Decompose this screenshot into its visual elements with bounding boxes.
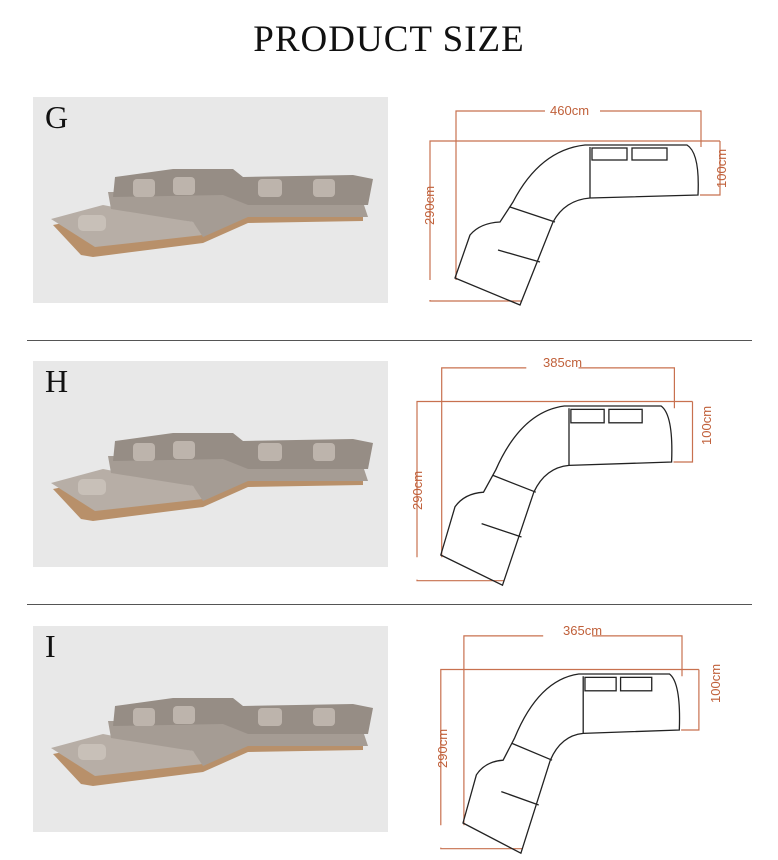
depth-label: 290cm [410,471,425,510]
seat-depth-label: 100cm [708,664,723,703]
dimension-diagram-g: 460cm 290cm 100cm [422,103,729,306]
width-label: 460cm [550,103,589,118]
width-label: 385cm [543,355,582,370]
variant-label: H [45,363,69,399]
cushion [173,177,195,195]
sofa-image [51,698,373,786]
dimension-lines [429,110,721,302]
width-label: 365cm [563,623,602,638]
sofa-outline [440,405,673,587]
dimension-lines [416,367,694,582]
cushion [258,443,282,461]
cushion [133,708,155,726]
cushion [133,179,155,197]
sofa-image [51,433,373,521]
cushion [313,179,335,197]
variant-label: I [45,628,56,664]
cushion [258,179,282,197]
cushion [258,708,282,726]
dimension-diagram-i: 365cm 290cm 100cm [435,623,723,855]
cushion [173,706,195,724]
depth-label: 290cm [422,186,437,225]
cushion [313,708,335,726]
sofa-photo-g: G [33,97,388,303]
section-divider [27,340,752,341]
seat-depth-label: 100cm [714,149,729,188]
variant-label: G [45,99,69,135]
cushion [313,443,335,461]
section-divider [27,604,752,605]
sofa-photo-h: H [33,361,388,567]
seat-depth-label: 100cm [699,406,714,445]
cushion [173,441,195,459]
dimension-diagram-h: 385cm 290cm 100cm [410,355,714,587]
sofa-image [51,169,373,257]
cushion [78,744,106,760]
sofa-outline [462,673,681,855]
cushion [133,443,155,461]
depth-label: 290cm [435,729,450,768]
dimension-lines [440,635,700,850]
cushion [78,215,106,231]
sofa-outline [454,144,699,306]
cushion [78,479,106,495]
sofa-photo-i: I [33,626,388,832]
page-title: PRODUCT SIZE [253,19,525,60]
